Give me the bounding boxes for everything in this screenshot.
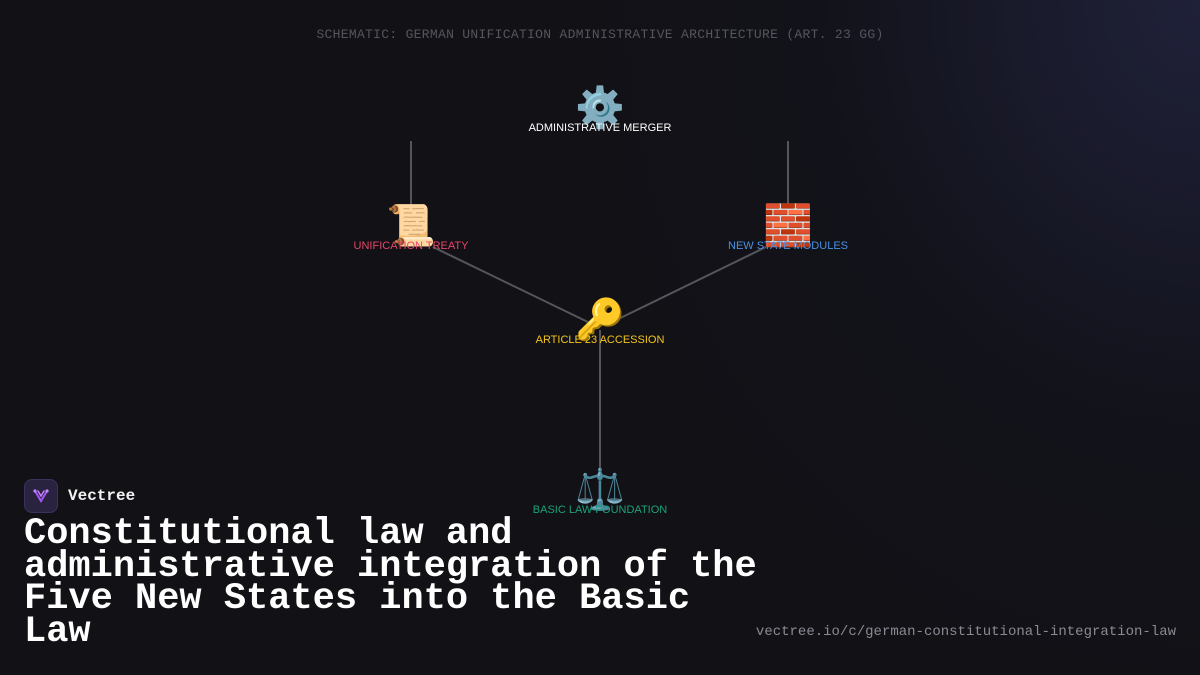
background-glow bbox=[600, 0, 1200, 675]
node-article-23-accession: 🔑 ARTICLE 23 ACCESSION bbox=[536, 298, 665, 346]
node-label: NEW STATE MODULES bbox=[728, 240, 848, 252]
scales-icon: ⚖️ bbox=[575, 467, 625, 513]
edge-treaty-accession bbox=[432, 246, 593, 325]
brick-icon: 🧱 bbox=[763, 203, 813, 249]
gear-icon: ⚙️ bbox=[575, 85, 625, 131]
edge-modules-accession bbox=[607, 246, 767, 325]
node-unification-treaty: 📜 UNIFICATION TREATY bbox=[354, 204, 469, 252]
schematic-title: SCHEMATIC: GERMAN UNIFICATION ADMINISTRA… bbox=[316, 27, 884, 42]
key-icon: 🔑 bbox=[575, 297, 625, 343]
node-label: BASIC LAW FOUNDATION bbox=[532, 504, 668, 516]
vectree-logo-icon bbox=[24, 479, 58, 513]
source-url[interactable]: vectree.io/c/german-constitutional-integ… bbox=[755, 624, 1176, 640]
scroll-icon: 📜 bbox=[386, 203, 436, 249]
node-label: ARTICLE 23 ACCESSION bbox=[535, 334, 665, 346]
brand-name: Vectree bbox=[68, 487, 136, 505]
node-administrative-merger: ⚙️ ADMINISTRATIVE MERGER bbox=[529, 86, 672, 134]
headline: Constitutional law and administrative in… bbox=[24, 513, 757, 653]
node-basic-law-foundation: ⚖️ BASIC LAW FOUNDATION bbox=[533, 468, 667, 516]
node-label: UNIFICATION TREATY bbox=[353, 240, 469, 252]
node-label: ADMINISTRATIVE MERGER bbox=[528, 122, 672, 134]
node-new-state-modules: 🧱 NEW STATE MODULES bbox=[728, 204, 848, 252]
brand[interactable]: Vectree bbox=[24, 479, 135, 513]
